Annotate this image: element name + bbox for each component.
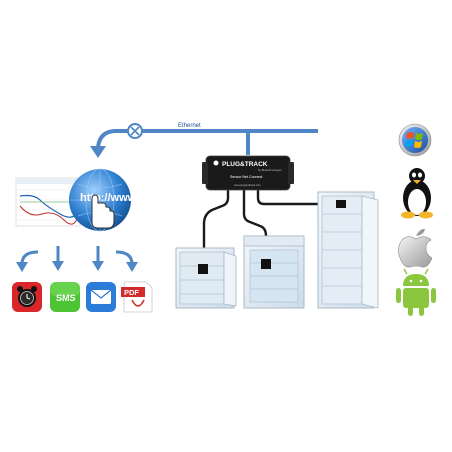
os-icons	[396, 123, 436, 316]
incubator	[243, 235, 305, 309]
device-footer: www.plugandtrack.com	[234, 183, 261, 187]
sensor-probe-incubator	[261, 259, 271, 269]
android-icon	[396, 268, 436, 316]
dashboard-thumbnail	[15, 177, 81, 227]
email-icon	[86, 282, 116, 312]
pointer-hand-icon	[91, 194, 115, 229]
sms-icon: SMS	[50, 282, 80, 312]
sensor-probe-fridge	[198, 264, 208, 274]
arrow-down-to-web	[90, 146, 106, 158]
sms-label: SMS	[56, 293, 76, 303]
apple-icon	[398, 228, 433, 268]
ethernet-network: Ethernet	[90, 123, 318, 158]
url-text: http://www	[80, 192, 137, 204]
windows-icon	[398, 123, 432, 157]
alert-arrows	[16, 246, 138, 272]
device-brand: PLUG&TRACK	[222, 161, 268, 168]
alert-icons: SMS PDF	[12, 281, 153, 313]
linux-icon	[401, 168, 433, 219]
sensor-cables	[202, 188, 340, 268]
sensor-net-connect-device: PLUG&TRACK by Biotechnologies Sensor Net…	[202, 155, 294, 191]
pdf-icon: PDF	[121, 281, 153, 313]
ethernet-label: Ethernet	[178, 123, 201, 129]
tall-freezer	[317, 191, 379, 309]
small-fridge	[175, 247, 237, 309]
sensor-probe-freezer	[336, 200, 346, 208]
alarm-icon	[12, 282, 42, 312]
web-globe: http://www	[69, 168, 137, 232]
device-sub-brand: by Biotechnologies	[258, 168, 282, 172]
device-name: Sensor Net Connect	[230, 175, 262, 179]
pdf-label: PDF	[124, 288, 139, 297]
network-to-web-line	[96, 129, 122, 148]
